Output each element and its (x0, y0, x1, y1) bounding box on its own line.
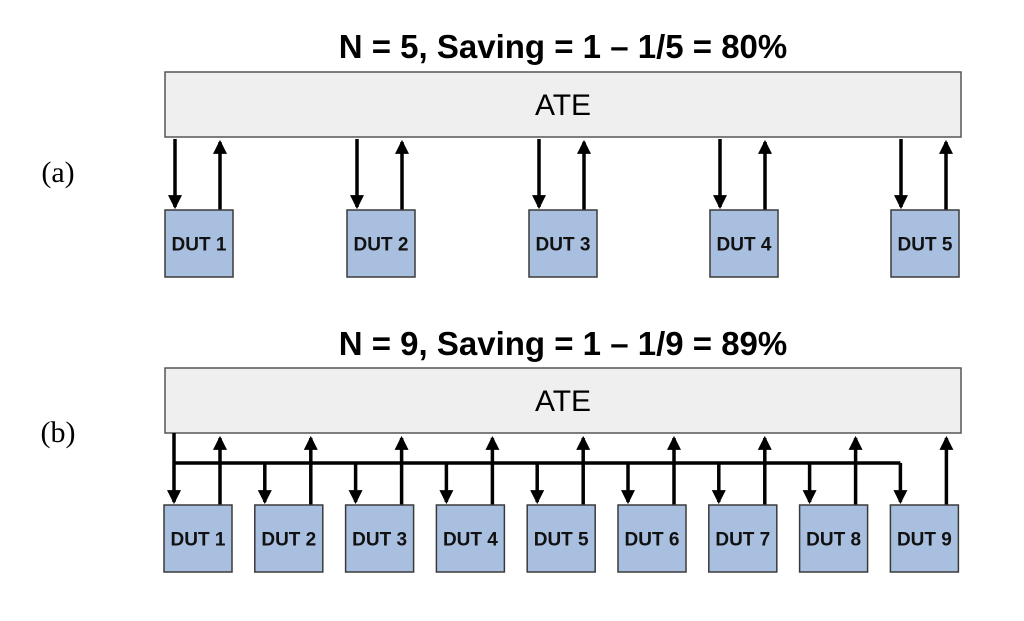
dut-label-6: DUT 6 (625, 530, 680, 551)
dut-box-6 (617, 504, 687, 573)
panel-b-ate-label: ATE (535, 385, 591, 418)
dut-label-5: DUT 5 (534, 530, 589, 551)
dut-label-4: DUT 4 (443, 530, 498, 551)
panel-b-wires (167, 433, 954, 505)
dut-box-3 (344, 504, 415, 573)
dut-label-1: DUT 1 (172, 235, 227, 256)
dut-label-2: DUT 2 (261, 530, 316, 551)
dut-box-9 (889, 504, 960, 573)
dut-box-4 (709, 209, 779, 278)
panel-b-ate-box (164, 367, 962, 434)
dut-label-2: DUT 2 (354, 235, 409, 256)
panel-a-label: (a) (41, 156, 74, 189)
panel-a-title: N = 5, Saving = 1 – 1/5 = 80% (339, 28, 788, 65)
panel-a: N = 5, Saving = 1 – 1/5 = 80% (a) ATE DU… (41, 28, 962, 278)
panel-a-wires (168, 139, 953, 210)
dut-box-5 (526, 504, 596, 573)
panel-a-ate-box (164, 71, 962, 138)
dut-label-4: DUT 4 (717, 235, 772, 256)
dut-box-7 (708, 504, 778, 573)
panel-b: N = 9, Saving = 1 – 1/9 = 89% (b) ATE DU… (41, 325, 962, 573)
dut-box-4 (435, 504, 506, 573)
dut-box-5 (890, 209, 960, 278)
panel-b-title: N = 9, Saving = 1 – 1/9 = 89% (339, 325, 788, 362)
dut-label-5: DUT 5 (898, 235, 953, 256)
panel-b-label: (b) (41, 416, 76, 449)
dut-label-8: DUT 8 (806, 530, 861, 551)
dut-box-2 (254, 504, 324, 573)
dut-label-1: DUT 1 (171, 530, 226, 551)
panel-b-duts: DUT 1 DUT 2 DUT 3 DUT 4 DUT 5 DUT 6 DUT 7 DUT 8… (163, 504, 960, 573)
dut-box-1 (164, 209, 234, 278)
dut-box-1 (163, 504, 233, 573)
panel-a-ate-label: ATE (535, 89, 591, 122)
dut-box-3 (528, 209, 598, 278)
dut-box-8 (798, 504, 869, 573)
dut-box-2 (346, 209, 416, 278)
dut-label-9: DUT 9 (897, 530, 952, 551)
dut-label-3: DUT 3 (352, 530, 407, 551)
dut-label-3: DUT 3 (536, 235, 591, 256)
dut-label-7: DUT 7 (715, 530, 770, 551)
panel-a-duts: DUT 1 DUT 2 DUT 3 DUT 4 DUT 5 (164, 209, 960, 278)
